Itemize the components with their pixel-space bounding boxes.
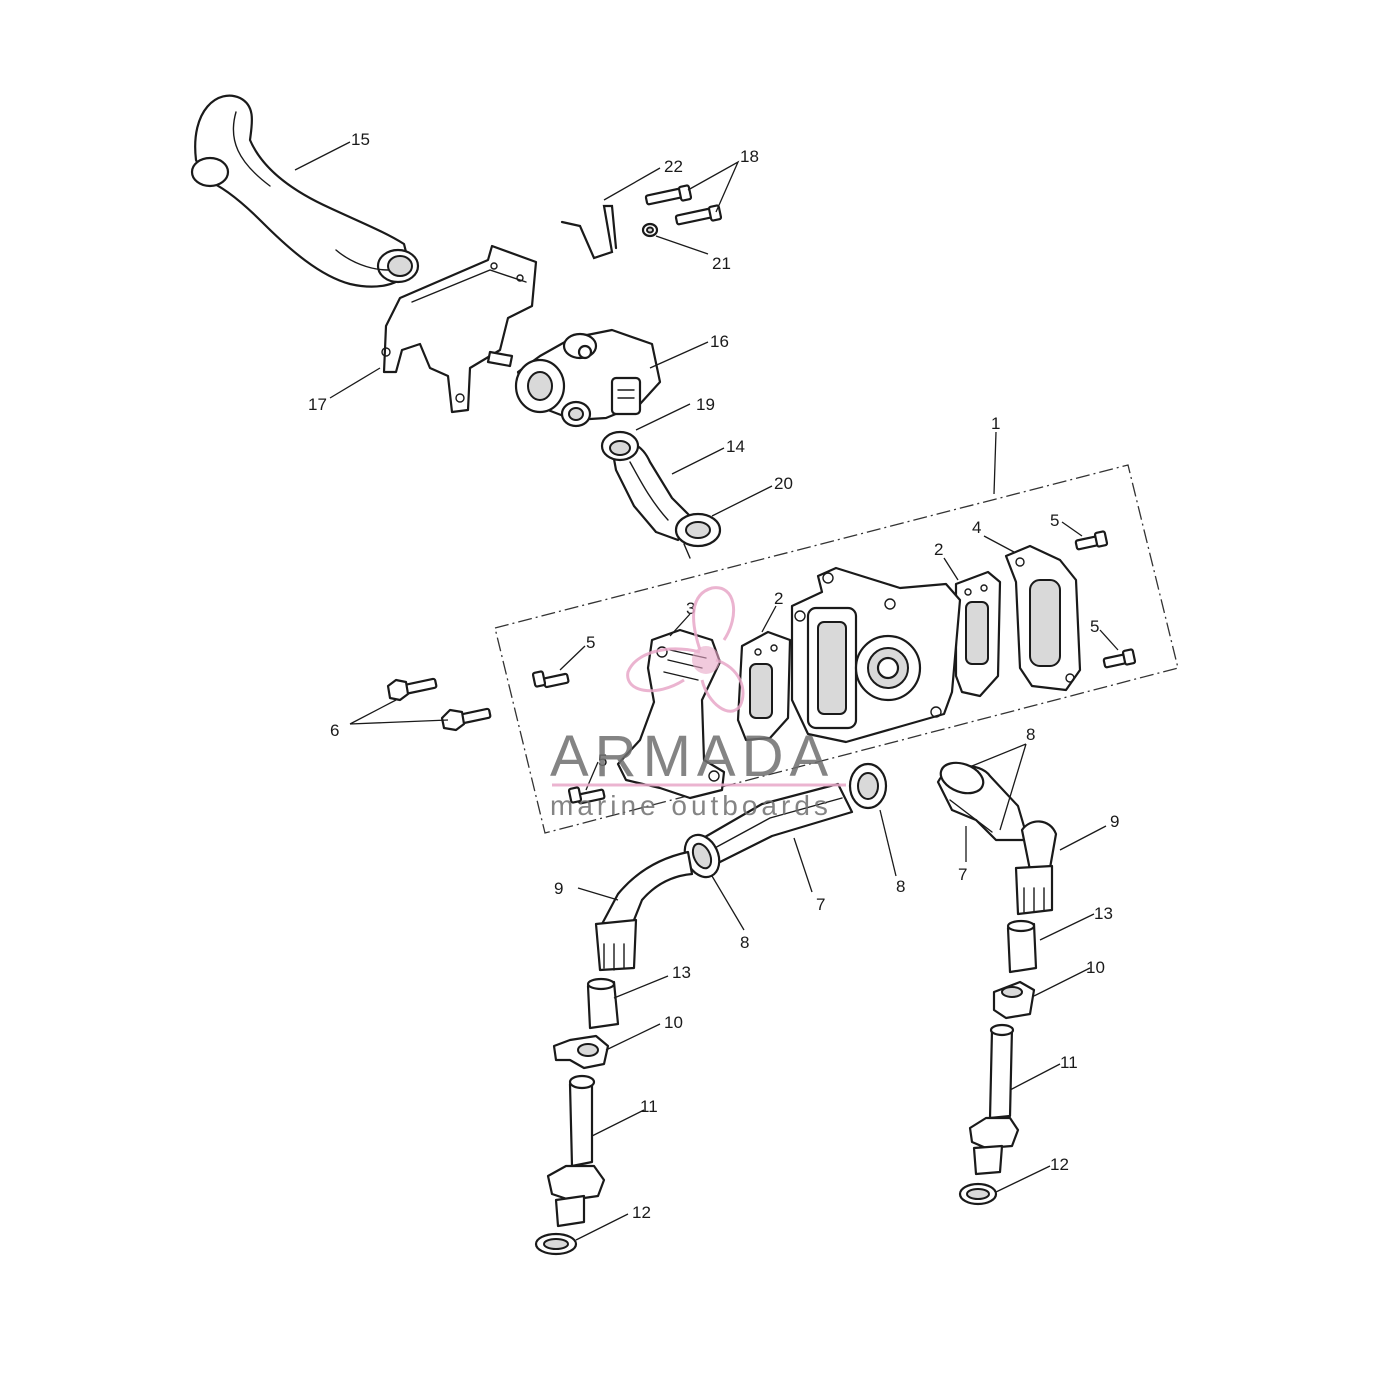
callout-5-bottom: 5 (598, 751, 607, 770)
callout-16: 16 (710, 332, 729, 351)
part-6-bolt-b (440, 707, 492, 732)
callout-2-left: 2 (774, 589, 783, 608)
callout-12-right: 12 (1050, 1155, 1069, 1174)
part-22-spring-clip (560, 204, 618, 260)
callout-17: 17 (308, 395, 327, 414)
part-8-clamp-left-upper (848, 762, 888, 810)
part-5-bolt-b (1102, 648, 1137, 669)
assembly-frame (494, 464, 1179, 834)
watermark: ARMADA marine outboards (550, 586, 846, 821)
callout-7-right: 7 (958, 865, 967, 884)
part-2-gasket-left (736, 630, 792, 742)
part-16-valve (514, 328, 662, 428)
callout-5-right: 5 (1090, 617, 1099, 636)
part-17-bracket (381, 244, 538, 414)
callout-13-left: 13 (672, 963, 691, 982)
callout-4: 4 (972, 518, 981, 537)
part-6-bolt-a (386, 677, 438, 702)
part-5-bolt-d (567, 786, 606, 805)
part-13-sleeve-right (1006, 919, 1038, 974)
propeller-logo-icon (626, 586, 745, 713)
main-housing (790, 566, 962, 744)
callout-19: 19 (696, 395, 715, 414)
part-13-sleeve-left (586, 977, 620, 1030)
callout-9-left: 9 (554, 879, 563, 898)
part-8-clamp-left-lower (683, 833, 721, 879)
part-18-screws (644, 184, 723, 226)
callout-6: 6 (330, 721, 339, 740)
callout-11-left: 11 (640, 1097, 658, 1116)
part-10-clamp-right (992, 980, 1036, 1020)
callout-21: 21 (712, 254, 731, 273)
part-10-clamp-left (552, 1034, 610, 1070)
callout-10-right: 10 (1086, 958, 1105, 977)
callout-8-left: 8 (740, 933, 749, 952)
watermark-tagline: marine outboards (550, 790, 832, 821)
leader-lines (294, 141, 1119, 1241)
part-12-oring-right (958, 1182, 998, 1206)
part-11-pipe-right (968, 1023, 1020, 1176)
callout-2-right: 2 (934, 540, 943, 559)
callout-20: 20 (774, 474, 793, 493)
callout-22: 22 (664, 157, 683, 176)
watermark-brand: ARMADA (550, 724, 834, 789)
part-5-bolt-a (1074, 530, 1109, 551)
part-4-plate (1004, 544, 1082, 692)
callout-15: 15 (351, 130, 370, 149)
part-21-washer (641, 222, 659, 238)
callout-7-left: 7 (816, 895, 825, 914)
callout-10-left: 10 (664, 1013, 683, 1032)
part-12-oring-left (534, 1232, 578, 1256)
part-9-elbow-left (594, 850, 694, 972)
part-11-pipe-left (546, 1074, 606, 1228)
part-2-gasket-right (954, 570, 1002, 698)
callout-3: 3 (686, 599, 695, 618)
callout-11-right: 11 (1060, 1053, 1078, 1072)
callout-5-left: 5 (586, 633, 595, 652)
callout-14: 14 (726, 437, 745, 456)
callout-13-right: 13 (1094, 904, 1113, 923)
callout-8-top-right: 8 (1026, 725, 1035, 744)
part-7-hose-right (936, 761, 1030, 842)
callout-9-right: 9 (1110, 812, 1119, 831)
part-15-hose (190, 94, 420, 288)
callout-12-left: 12 (632, 1203, 651, 1222)
part-5-bolt-c (531, 670, 570, 689)
callout-18: 18 (740, 147, 759, 166)
callout-8-mid: 8 (896, 877, 905, 896)
callouts: 15 17 16 19 14 20 22 18 21 1 2 2 4 3 5 5… (308, 130, 1119, 1222)
part-9-elbow-right (1014, 820, 1058, 916)
callout-1: 1 (991, 414, 1000, 433)
part-20-clamp (674, 512, 722, 559)
callout-5-top-right: 5 (1050, 511, 1059, 530)
part-19-clamp (600, 430, 640, 462)
